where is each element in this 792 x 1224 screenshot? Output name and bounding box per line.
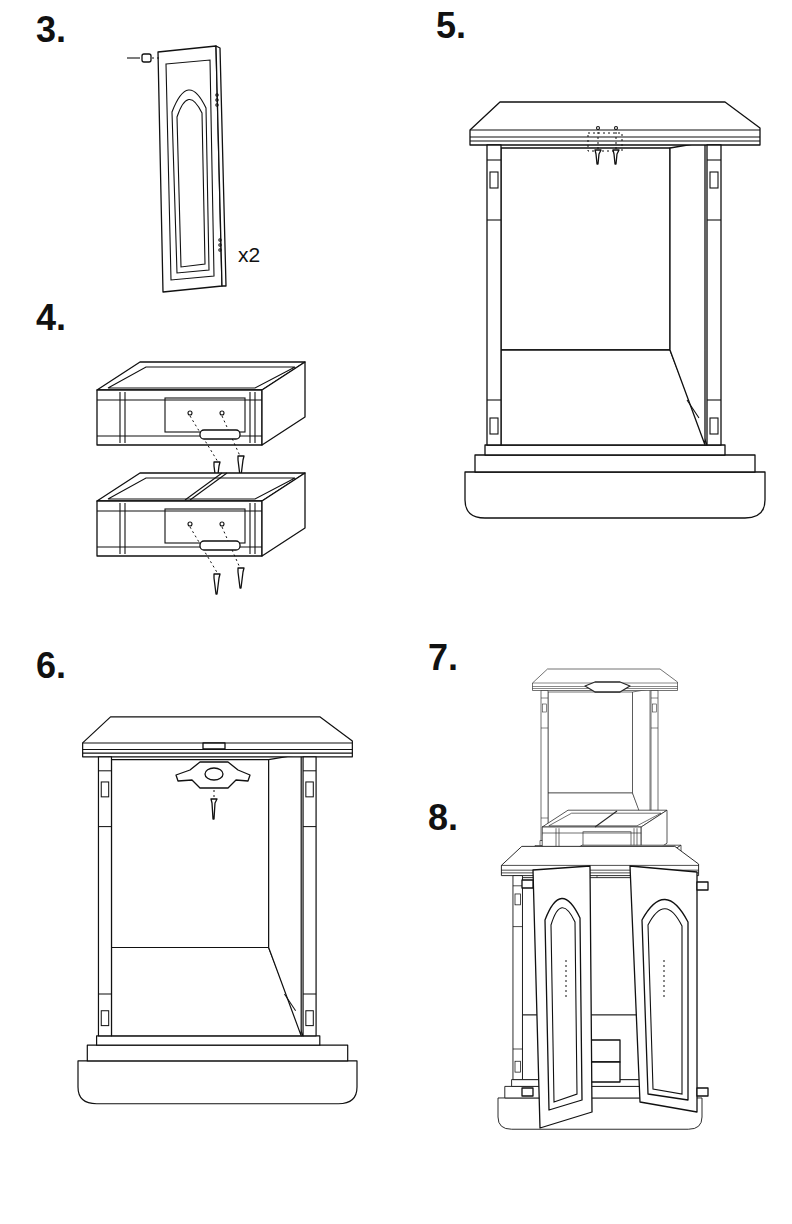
drawer-trays	[97, 362, 305, 594]
step-number: 6.	[36, 648, 66, 684]
step-number: 7.	[428, 640, 458, 676]
step-number: 3.	[36, 12, 66, 48]
step-number: 4.	[36, 300, 66, 336]
door-panel	[127, 46, 226, 292]
cabinet-hanger	[78, 717, 357, 1104]
step-number: 8.	[428, 800, 458, 836]
cabinet-doors	[498, 846, 708, 1129]
quantity-label: x2	[238, 244, 260, 265]
cabinet-bracket	[465, 102, 765, 518]
step-number: 5.	[436, 8, 466, 44]
